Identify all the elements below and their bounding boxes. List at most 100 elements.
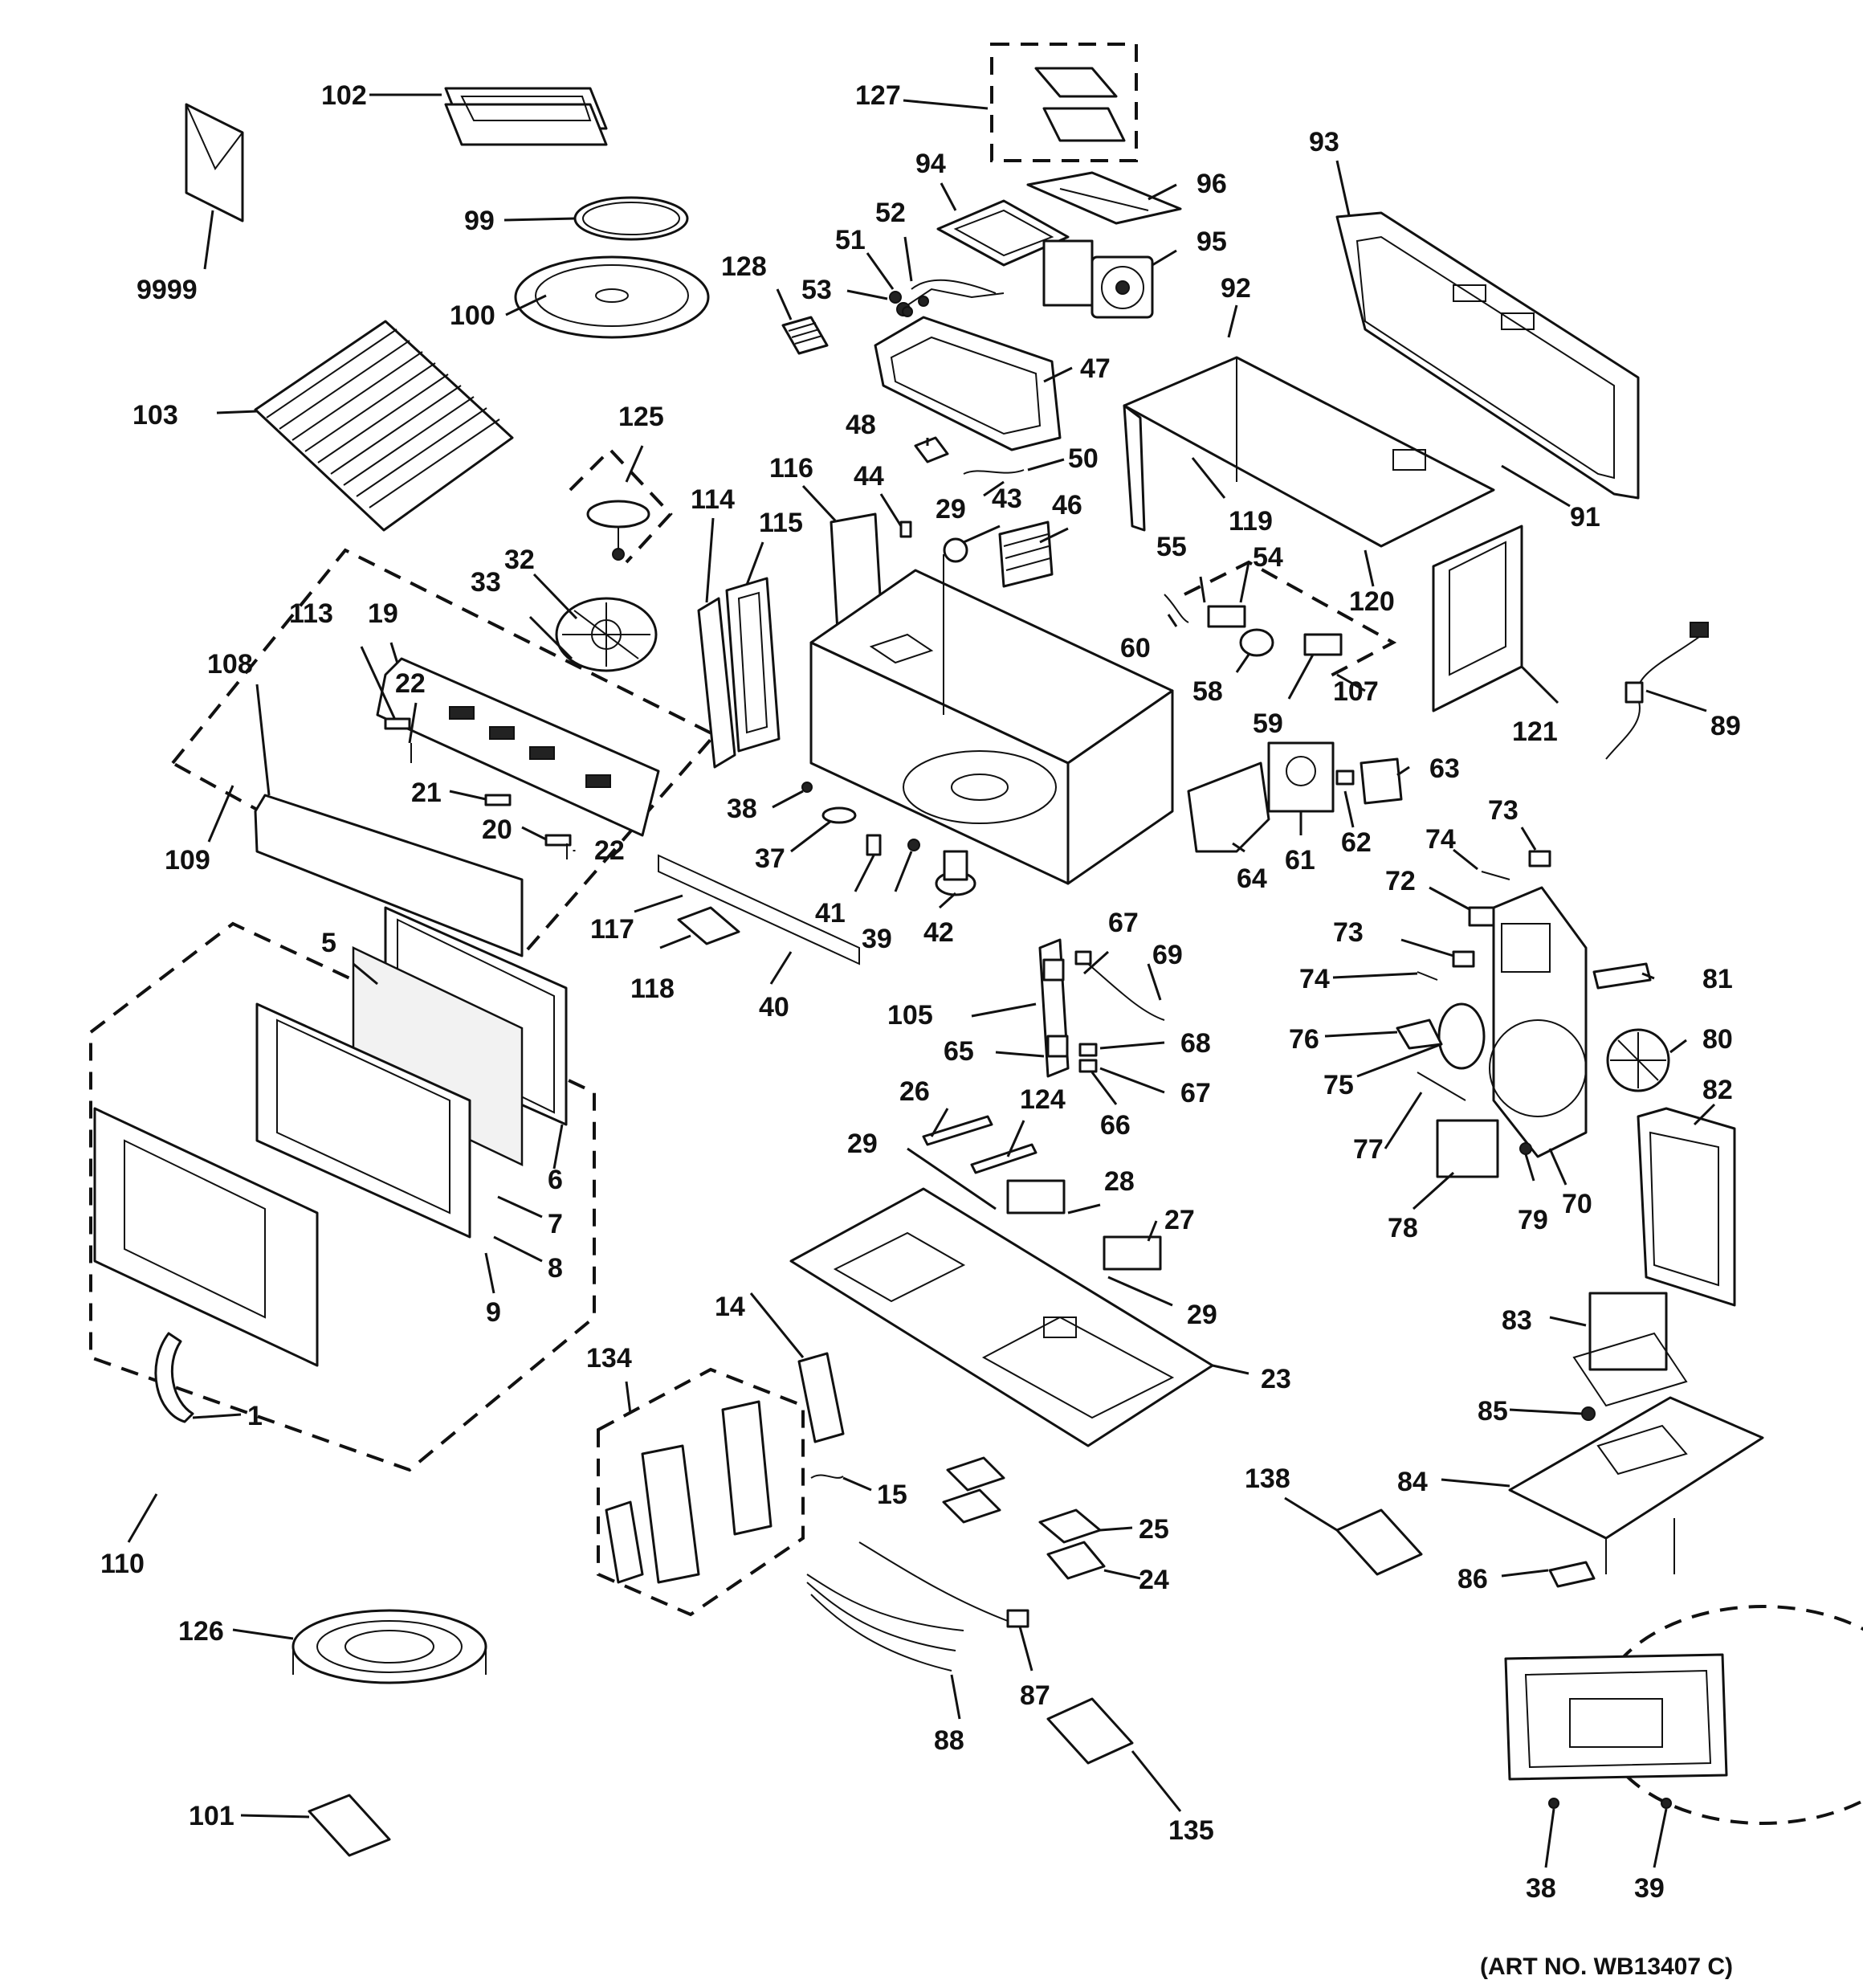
part-51-53-fasteners — [889, 291, 913, 317]
callout-86: 86 — [1457, 1564, 1488, 1594]
part-9999-envelope — [185, 103, 244, 222]
part-38-screw — [801, 782, 813, 793]
callout-54: 54 — [1253, 542, 1283, 573]
part-64-duct — [1187, 761, 1270, 853]
callout-1: 1 — [247, 1401, 263, 1431]
callout-119: 119 — [1229, 506, 1273, 537]
callout-65: 65 — [944, 1036, 974, 1067]
callout-70: 70 — [1562, 1189, 1592, 1219]
callout-126: 126 — [178, 1616, 224, 1647]
part-50-wire — [963, 469, 1025, 475]
callout-40: 40 — [759, 992, 789, 1023]
callout-19: 19 — [368, 598, 398, 629]
callout-79: 79 — [1518, 1205, 1548, 1235]
part-93-back-panel — [1335, 211, 1640, 500]
callout-75: 75 — [1323, 1070, 1354, 1100]
part-134-control-assembly — [605, 1400, 773, 1584]
callout-103: 103 — [132, 400, 178, 431]
kit-134-outline — [597, 1367, 805, 1617]
callout-48: 48 — [846, 410, 876, 440]
part-65-latch-bracket — [1038, 938, 1070, 1078]
callout-96: 96 — [1196, 169, 1227, 199]
part-108-panel-face — [254, 794, 524, 957]
callout-124: 124 — [1020, 1084, 1066, 1115]
part-89-power-cord — [1605, 622, 1709, 760]
part-114-panel — [697, 597, 736, 769]
part-28-lamp — [1006, 1179, 1066, 1214]
callout-47: 47 — [1080, 353, 1111, 384]
part-48-switch — [914, 436, 949, 463]
part-19-control-frame — [376, 657, 660, 837]
callout-117: 117 — [590, 914, 634, 945]
callout-64: 64 — [1237, 863, 1267, 894]
part-40-strip — [658, 854, 860, 965]
callout-22b: 22 — [594, 835, 625, 866]
callout-73a: 73 — [1488, 795, 1519, 826]
callout-62: 62 — [1341, 827, 1372, 858]
callout-94: 94 — [915, 149, 946, 179]
callout-120: 120 — [1349, 586, 1395, 617]
part-113-latch — [384, 717, 411, 730]
part-94-plate — [936, 199, 1070, 267]
callout-115: 115 — [759, 508, 803, 538]
callout-82: 82 — [1702, 1075, 1733, 1105]
part-39-nut — [907, 839, 920, 851]
art-number: (ART NO. WB13407 C) — [1480, 1953, 1733, 1980]
callout-77: 77 — [1353, 1134, 1384, 1165]
part-77-diode — [1417, 1072, 1466, 1101]
part-47-duct — [874, 288, 1062, 451]
part-44-fuse — [899, 520, 912, 538]
callout-67b: 67 — [1180, 1078, 1211, 1108]
callout-73b: 73 — [1333, 917, 1364, 948]
part-1-handle — [154, 1332, 194, 1423]
part-76-clip — [1396, 1018, 1443, 1050]
callout-7: 7 — [548, 1209, 563, 1239]
callout-59: 59 — [1253, 708, 1283, 739]
part-62-fuse — [1335, 769, 1355, 786]
callout-135: 135 — [1168, 1815, 1214, 1846]
part-85-fastener — [1581, 1406, 1596, 1421]
part-27-lamp — [1103, 1235, 1162, 1271]
callout-32: 32 — [504, 545, 535, 575]
part-14-board — [797, 1352, 845, 1443]
part-78-transformer — [1436, 1119, 1499, 1178]
part-82-panel — [1637, 1107, 1736, 1307]
callout-63: 63 — [1429, 753, 1460, 784]
part-15-wire — [810, 1474, 844, 1479]
callout-107: 107 — [1333, 676, 1379, 707]
callout-74a: 74 — [1425, 824, 1456, 855]
part-23-bottom-plate — [789, 1187, 1214, 1447]
part-115-panel — [725, 577, 781, 753]
part-26-rail — [922, 1115, 993, 1146]
part-83-transformer — [1572, 1292, 1688, 1407]
callout-85: 85 — [1478, 1396, 1508, 1427]
callout-55: 55 — [1156, 532, 1187, 562]
callout-100: 100 — [450, 300, 495, 331]
part-72-switch — [1468, 906, 1495, 927]
callout-21: 21 — [411, 778, 442, 808]
part-70-chassis — [1489, 886, 1588, 1158]
part-41-clip — [866, 834, 882, 856]
callout-29b: 29 — [847, 1129, 878, 1159]
part-96-bracket — [1026, 171, 1182, 225]
callout-89: 89 — [1710, 711, 1741, 741]
part-118-cover — [677, 906, 740, 945]
callout-53: 53 — [801, 275, 832, 305]
callout-51: 51 — [835, 225, 866, 255]
part-121-side-panel — [1432, 525, 1523, 712]
callout-93: 93 — [1309, 127, 1339, 157]
callout-109: 109 — [165, 845, 210, 876]
callout-29a: 29 — [936, 494, 966, 525]
callout-76: 76 — [1289, 1024, 1319, 1055]
callout-80: 80 — [1702, 1024, 1733, 1055]
callout-87: 87 — [1020, 1680, 1050, 1711]
part-107-parts — [1164, 594, 1343, 657]
part-135-bag — [1046, 1697, 1134, 1765]
part-95-fan-motor — [1042, 239, 1154, 319]
callout-44: 44 — [854, 461, 884, 492]
callout-25: 25 — [1139, 1514, 1169, 1545]
callout-134: 134 — [586, 1343, 632, 1374]
callout-84: 84 — [1397, 1467, 1428, 1497]
kit-110-outline — [89, 921, 596, 1472]
